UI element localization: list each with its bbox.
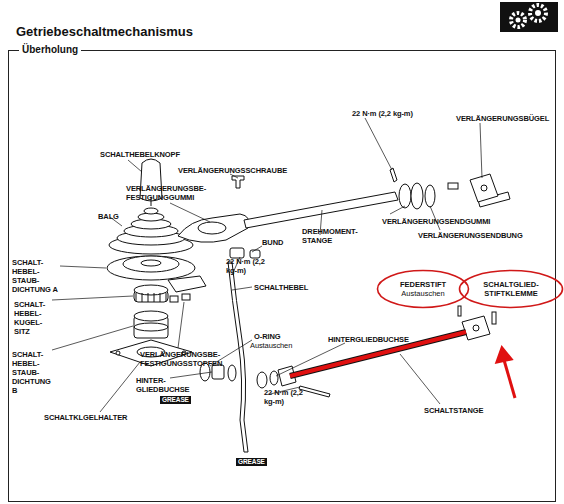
section-heading: Überholung [19, 44, 81, 56]
torque-spec: 22 N·m (2,2 kg-m) [352, 109, 413, 118]
part-label: VERLÄNGERUNGSBE- FESTIGUNGSSTOPFEN [140, 350, 232, 368]
part-label: HINTERGLIEDBUCHSE [328, 335, 409, 344]
part-label: SCHALTSTANGE [424, 406, 483, 415]
highlight-ellipse: SCHALTGLIED-STIFTKLEMME [458, 269, 564, 309]
torque-spec: 22 N·m (2,2 kg-m) [264, 388, 314, 406]
part-label: VERLÄNGERUNGSBE- FESTIGUNGGUMMI [126, 184, 208, 202]
part-label: BUND [262, 238, 283, 247]
highlight-ellipse: FEDERSTIFTAustauschen [376, 269, 470, 309]
torque-spec: 22 N·m (2,2 kg-m) [226, 257, 276, 275]
part-name: SCHALTGLIED-STIFTKLEMME [474, 280, 548, 298]
parts [107, 159, 510, 452]
diagram-title: Getriebeschaltmechanismus [16, 24, 193, 39]
part-label: SCHALT- HEBEL- STAUB- DICHTUNG A [12, 258, 58, 294]
leader-lines [52, 118, 482, 412]
shift-rod-highlight [290, 332, 466, 376]
part-label: SCHALTKLGELHALTER [44, 413, 127, 422]
part-label: VERLÄNGERUNGSSCHRAUBE [178, 166, 287, 175]
part-label: SCHALT- HEBEL- KUGEL- SITZ [14, 300, 54, 336]
part-name: FEDERSTIFT [392, 280, 454, 289]
part-label: DREHMOMENT- STANGE [302, 227, 358, 245]
part-label: O-RING [254, 332, 280, 341]
part-label: HINTER- GLIEDBUCHSE [136, 376, 196, 394]
grease-tag: GREASE [236, 458, 267, 466]
grease-tag: GREASE [160, 396, 191, 404]
ellipse-text: FEDERSTIFTAustauschen [383, 273, 463, 305]
gear-icon [500, 2, 558, 32]
part-label: BALG [98, 212, 119, 221]
red-arrow [497, 348, 515, 398]
part-label: VERLÄNGERUNGSENDBUNG [418, 231, 523, 240]
part-label: VERLÄNGERUNGSBÜGEL [456, 114, 549, 123]
ellipse-text: SCHALTGLIED-STIFTKLEMME [465, 273, 557, 305]
part-label: SCHALT- HEBEL- STAUB- DICHTUNG B [12, 350, 58, 395]
part-label: Austauschen [250, 341, 292, 350]
note-text: Austauschen [392, 289, 454, 298]
part-label: SCHALTHEBEL [254, 283, 308, 292]
part-label: VERLÄNGERUNGSENDGUMMI [382, 217, 490, 226]
shift-rod [290, 332, 466, 376]
part-label: SCHALTHEBELKNOPF [100, 150, 180, 159]
